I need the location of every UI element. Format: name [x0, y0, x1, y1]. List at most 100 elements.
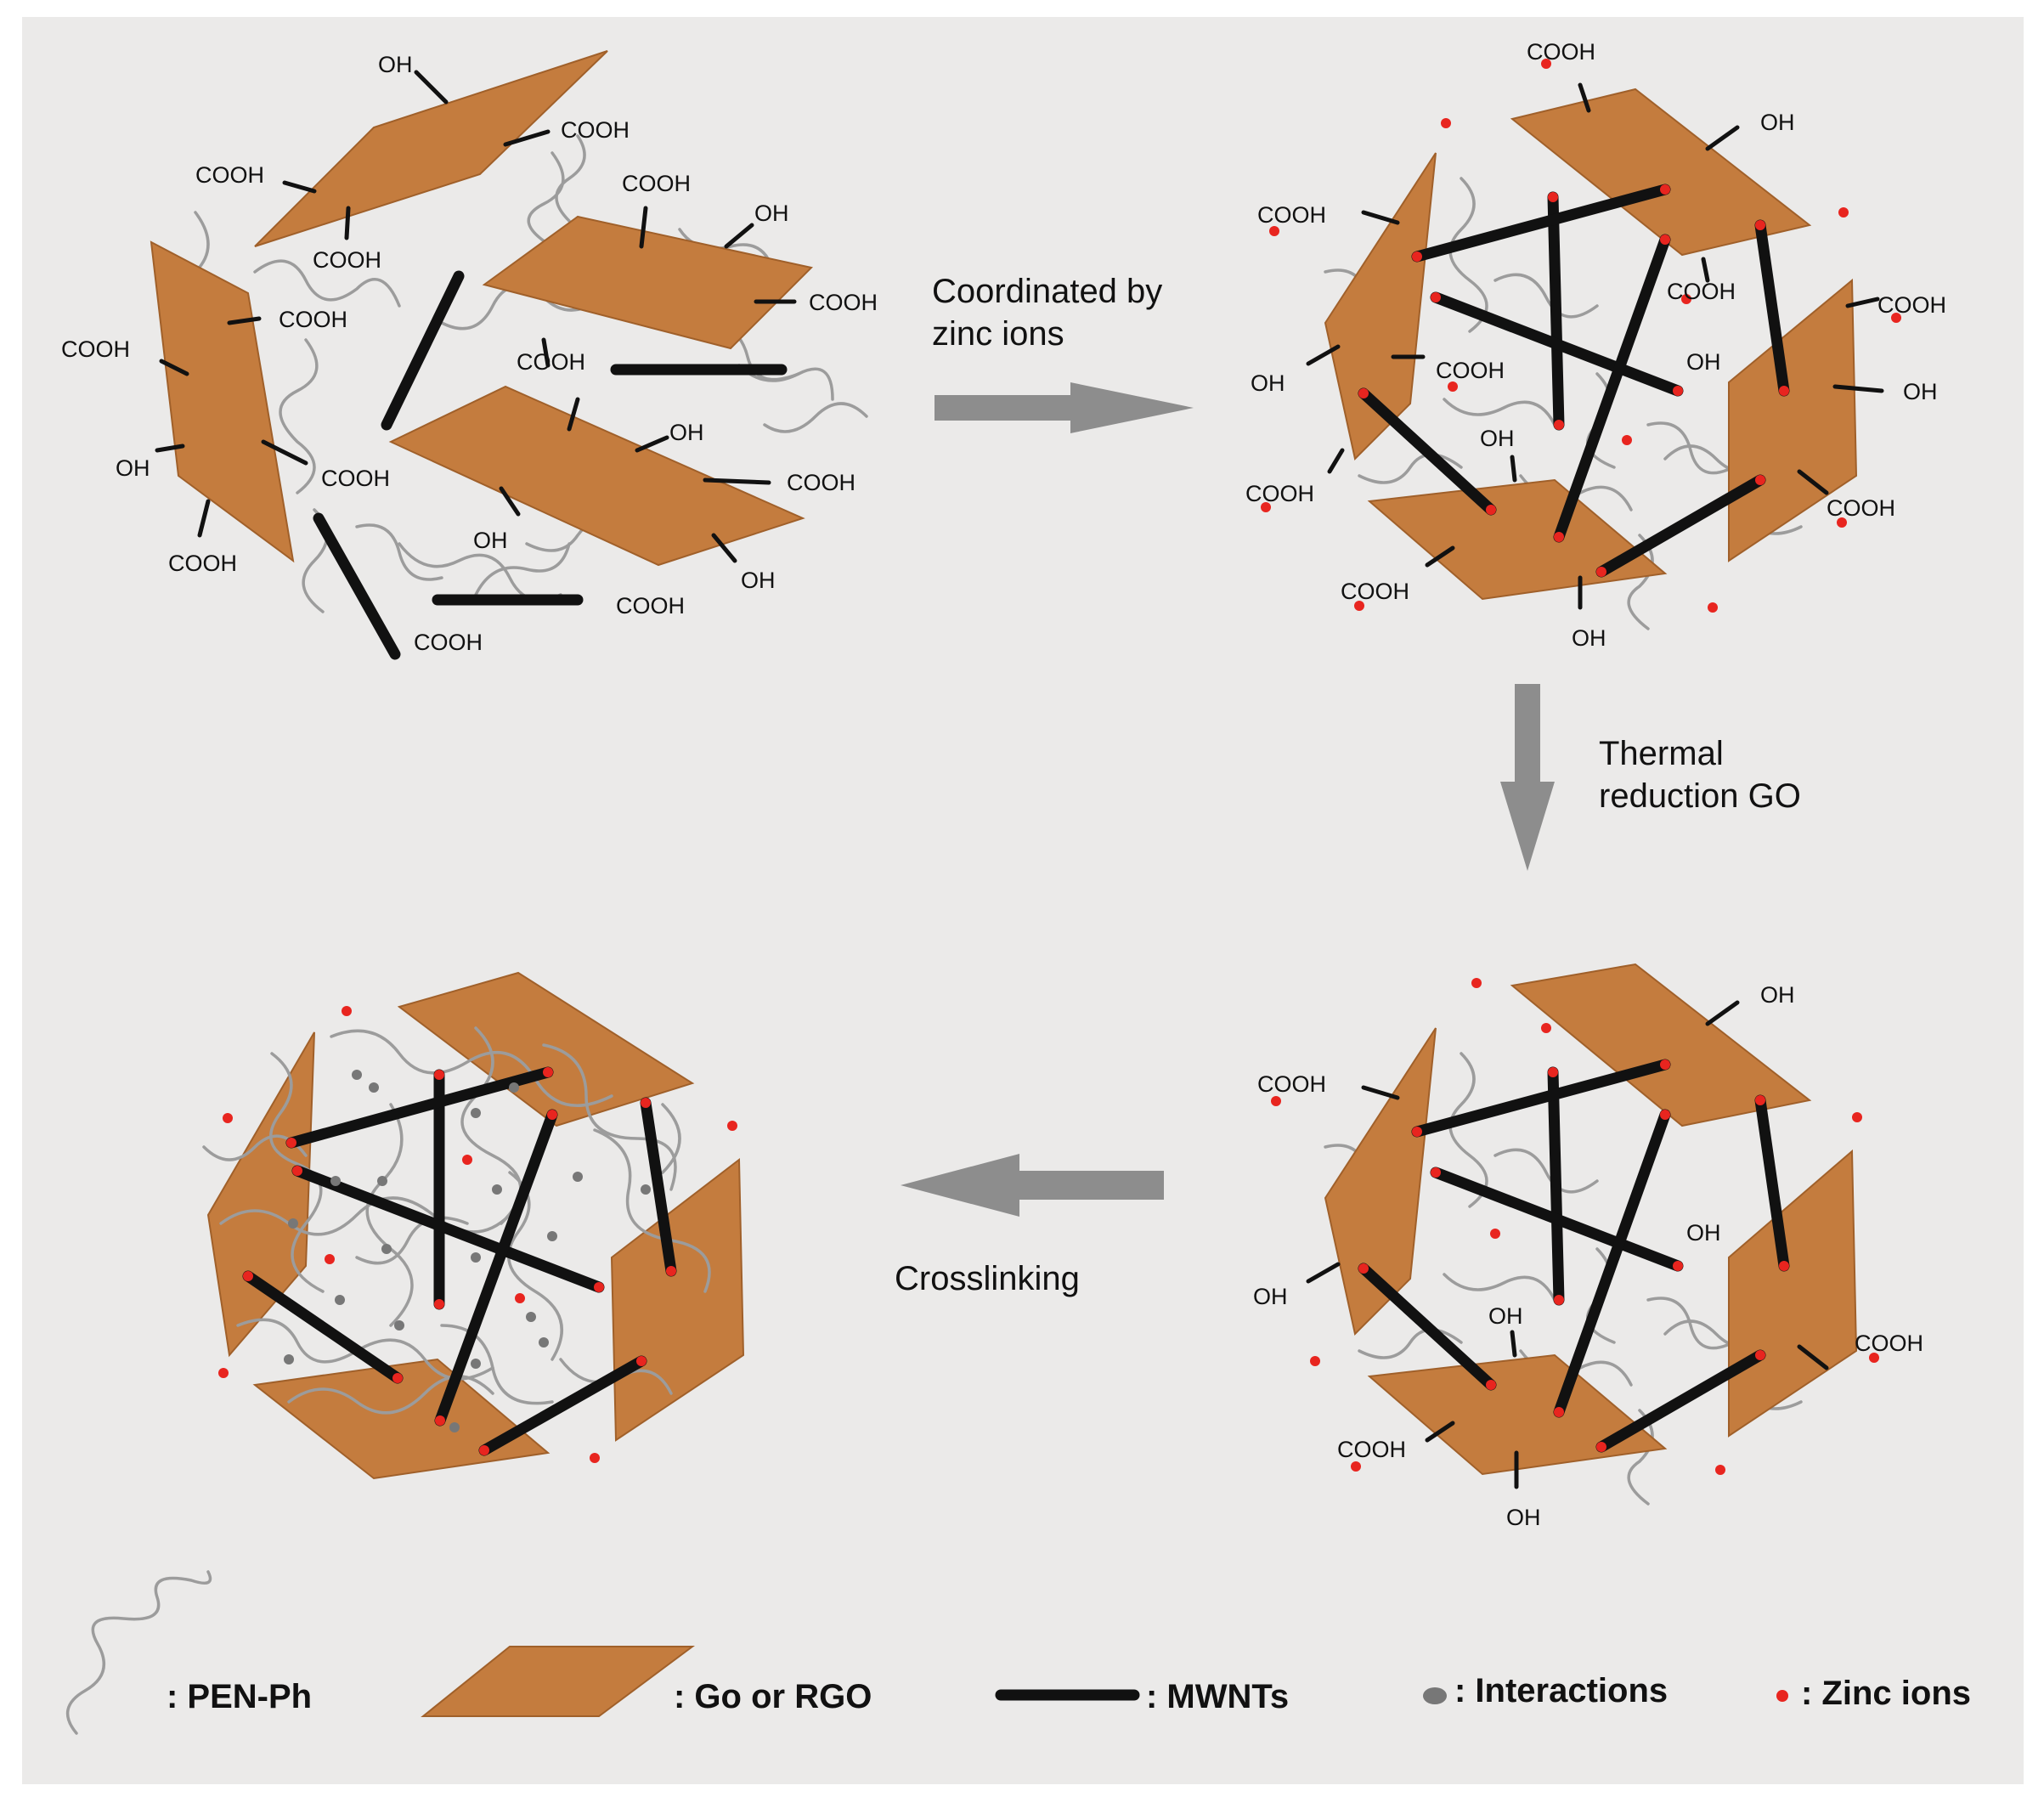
go-sheet — [1510, 88, 1812, 257]
crosslink-step-label: Crosslinking — [895, 1260, 1080, 1297]
nanotube — [1411, 184, 1671, 263]
group-label: COOH — [1341, 579, 1409, 604]
stage-crosslinked — [202, 971, 745, 1480]
go-sheet — [482, 215, 814, 350]
zinc-ions-stage3 — [1271, 978, 1879, 1475]
nanotube — [1430, 291, 1684, 397]
nanotube — [1595, 1349, 1766, 1453]
group-label: COOH — [313, 247, 381, 273]
diagram-panel — [22, 17, 2024, 1784]
group-label: COOH — [1257, 1071, 1326, 1097]
go-sheet — [1367, 478, 1668, 601]
functional-group-sticks — [1306, 1000, 1829, 1489]
rgo-sheet — [1324, 1027, 1437, 1336]
group-label: COOH — [414, 630, 483, 655]
group-label: OH — [1760, 110, 1795, 135]
nanotube — [1595, 474, 1766, 578]
arrow-right — [934, 382, 1194, 433]
nanotube — [478, 1355, 647, 1456]
group-label: COOH — [616, 593, 685, 619]
group-label: OH — [1903, 379, 1938, 404]
group-label: COOH — [195, 162, 264, 188]
go-sheet — [388, 385, 805, 567]
group-label: OH — [1686, 349, 1721, 375]
group-label: COOH — [809, 290, 878, 315]
group-label: OH — [1686, 1220, 1721, 1246]
interaction-points — [284, 1070, 651, 1432]
arrow-down — [1500, 684, 1555, 871]
nanotube — [1754, 1094, 1790, 1272]
group-label: COOH — [517, 349, 585, 375]
nanotube — [285, 1066, 554, 1149]
stage-coordinated: COOH OH COOH COOH COOH COOH OH OH OH OH … — [1245, 39, 1946, 651]
group-label: OH — [378, 52, 413, 77]
rgo-sheet — [610, 1158, 745, 1442]
rgo-sheet — [1728, 1149, 1858, 1438]
group-label: COOH — [1827, 495, 1895, 521]
group-label: OH — [1488, 1303, 1523, 1329]
nanotube — [381, 270, 465, 431]
thermal-step-label: Thermal — [1599, 735, 1724, 772]
group-label: OH — [669, 420, 704, 445]
group-label: COOH — [561, 117, 630, 143]
group-label: OH — [116, 455, 150, 481]
nanotube — [1754, 219, 1790, 397]
legend-zinc-ions: : Zinc ions — [1801, 1675, 1971, 1712]
group-label: OH — [1253, 1284, 1288, 1309]
coordination-step-label: Coordinated by — [932, 273, 1162, 310]
rgo-sheet — [1367, 1353, 1668, 1476]
group-label: OH — [473, 528, 508, 553]
group-label: OH — [741, 568, 776, 593]
go-sheet — [1324, 152, 1437, 461]
nanotube — [242, 1270, 404, 1384]
group-label: COOH — [1877, 292, 1946, 318]
legend-interaction-swatch — [1423, 1687, 1447, 1704]
group-label: COOH — [1337, 1437, 1406, 1462]
zinc-ions-stage2 — [1261, 59, 1901, 613]
nanotube — [1430, 1167, 1684, 1272]
legend: : PEN-Ph : Go or RGO : MWNTs : Interacti… — [65, 1570, 1971, 1735]
legend-pen-ph: : PEN-Ph — [167, 1678, 312, 1715]
go-sheet — [254, 50, 608, 247]
nanotube — [1358, 387, 1497, 516]
group-label: OH — [1480, 426, 1515, 451]
group-label: OH — [1572, 625, 1606, 651]
functional-group-sticks — [1306, 82, 1884, 610]
group-label: COOH — [787, 470, 855, 495]
group-label: COOH — [1245, 481, 1314, 506]
group-label: OH — [754, 201, 789, 226]
nanotube — [434, 1109, 558, 1427]
group-label: COOH — [1667, 279, 1736, 304]
group-label: COOH — [168, 551, 237, 576]
nanotube — [1553, 234, 1671, 543]
group-label: COOH — [1257, 202, 1326, 228]
zinc-ions-stage4 — [218, 1006, 737, 1463]
group-label: COOH — [1855, 1331, 1923, 1356]
legend-sheet-swatch — [421, 1646, 696, 1717]
coordination-step-label: zinc ions — [932, 315, 1064, 353]
group-label: COOH — [279, 307, 347, 332]
legend-interactions: : Interactions — [1454, 1672, 1668, 1709]
nanotube — [291, 1165, 605, 1293]
nanotube — [1358, 1263, 1497, 1391]
stage-reduced: OH COOH OH OH OH COOH COOH OH — [1253, 963, 1923, 1530]
group-label: COOH — [61, 336, 130, 362]
nanotube — [1553, 1109, 1671, 1418]
group-label: OH — [1506, 1505, 1541, 1530]
rgo-sheet — [206, 1031, 315, 1358]
nanotube — [640, 1097, 677, 1277]
group-label: COOH — [321, 466, 390, 491]
nanotube — [313, 512, 401, 660]
arrow-left — [901, 1154, 1164, 1217]
group-label: COOH — [1436, 358, 1505, 383]
group-label: COOH — [622, 171, 691, 196]
legend-mwnts: : MWNTs — [1146, 1678, 1289, 1715]
polymer-chains-stage4 — [202, 1026, 711, 1415]
functional-group-sticks — [155, 70, 797, 563]
group-label: COOH — [1527, 39, 1595, 65]
nanotube — [1547, 191, 1565, 431]
group-label: OH — [1760, 982, 1795, 1008]
group-label: OH — [1251, 370, 1285, 396]
go-sheet — [150, 240, 295, 563]
